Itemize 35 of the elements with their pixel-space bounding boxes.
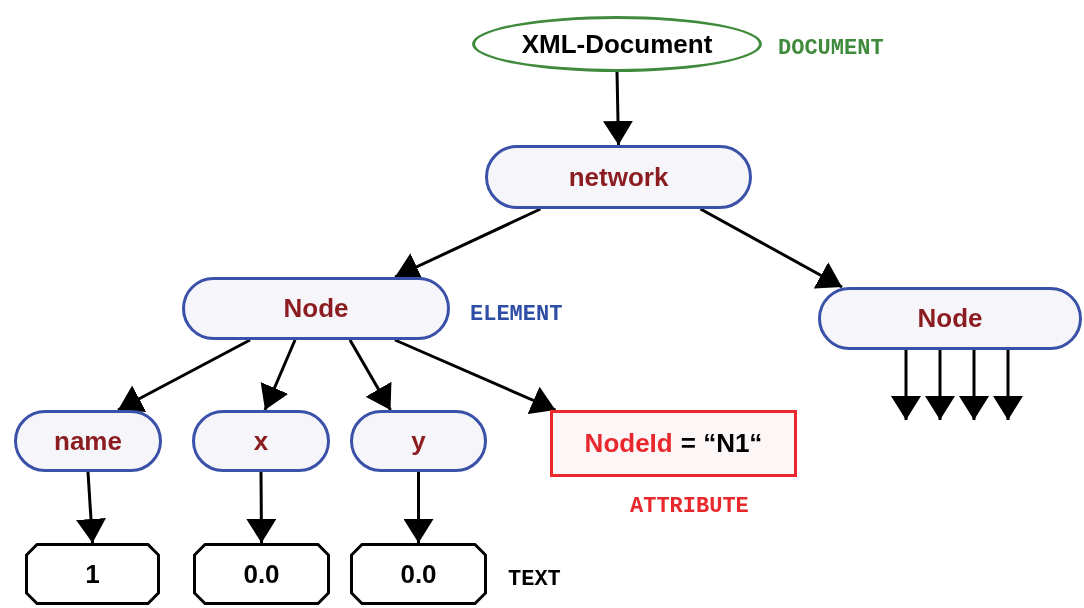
element-pill <box>485 145 752 209</box>
type-label: DOCUMENT <box>778 35 884 63</box>
attribute-box <box>550 410 797 477</box>
node-label: y <box>411 424 426 458</box>
arrow <box>260 339 297 411</box>
element-pill <box>818 287 1082 350</box>
text-box <box>193 543 330 605</box>
text-box <box>350 543 487 605</box>
node-label: 1 <box>85 557 100 591</box>
node-label: XML-Document <box>521 27 713 61</box>
node-label: Node <box>917 302 983 335</box>
arrow <box>76 471 106 544</box>
node-label: = “N1“ <box>680 427 763 460</box>
arrow <box>348 339 392 411</box>
arrow <box>246 472 277 543</box>
node-label: 0.0 <box>243 557 280 591</box>
type-label: ATTRIBUTE <box>630 493 749 521</box>
type-label: TEXT <box>508 566 561 594</box>
node-label: name <box>54 424 122 458</box>
node-label: Node <box>283 292 349 325</box>
arrow <box>117 338 251 412</box>
node-label: network <box>568 160 669 194</box>
type-label: ELEMENT <box>470 301 563 329</box>
node-label: 0.0 <box>400 557 437 591</box>
arrow <box>891 350 921 420</box>
arrow <box>699 207 843 289</box>
arrow <box>394 338 557 415</box>
text-box <box>25 543 160 605</box>
arrow <box>993 350 1023 420</box>
arrow <box>959 350 989 420</box>
arrow <box>403 472 434 543</box>
arrow <box>603 71 633 146</box>
arrow <box>925 350 955 420</box>
node-label: x <box>253 424 269 458</box>
node-label: NodeId <box>584 427 673 460</box>
